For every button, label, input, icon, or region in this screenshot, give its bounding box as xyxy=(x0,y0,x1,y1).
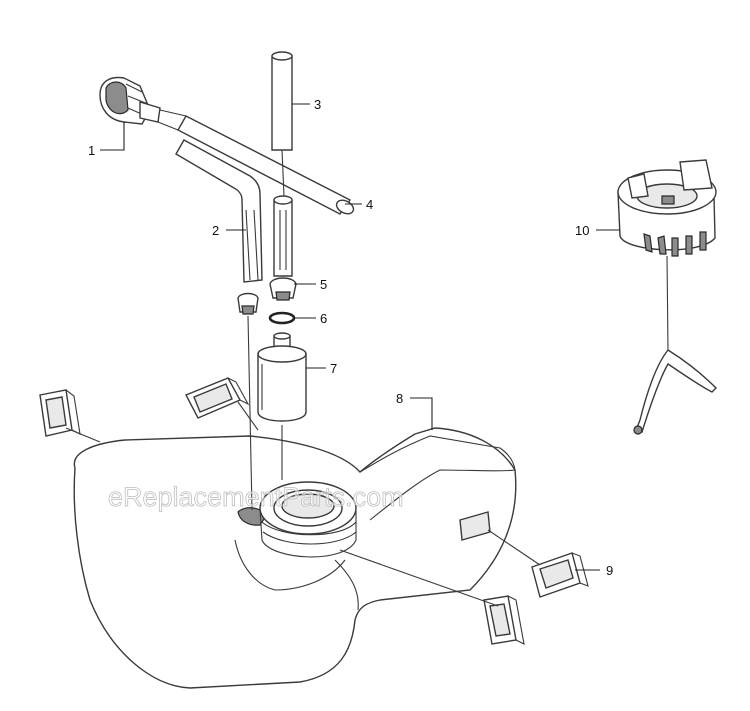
fuel-hose-return xyxy=(273,195,293,277)
watermark: eReplacementParts.com xyxy=(108,482,404,512)
callout-9: 9 xyxy=(606,563,613,578)
callout-7: 7 xyxy=(330,361,337,376)
fuel-filter xyxy=(257,332,307,422)
callout-6: 6 xyxy=(320,311,327,326)
tank-grommet-right xyxy=(531,552,589,598)
filler-neck xyxy=(234,481,357,591)
tank-grommet-bottom xyxy=(483,595,525,645)
callout-8: 8 xyxy=(396,391,403,406)
callout-5: 5 xyxy=(320,277,327,292)
fuel-line-grommet xyxy=(237,277,297,315)
callout-2: 2 xyxy=(212,223,219,238)
tank-vent-connector xyxy=(99,76,161,125)
assembly-lines xyxy=(65,315,541,607)
leader-lines xyxy=(100,103,620,571)
callout-4: 4 xyxy=(366,197,373,212)
callouts: 1 2 3 4 5 6 7 8 9 10 xyxy=(88,97,613,578)
fuel-hose-short xyxy=(271,51,293,197)
callout-10: 10 xyxy=(575,223,589,238)
tank-grommet-upper xyxy=(185,377,250,419)
tank-grommet-left xyxy=(39,389,81,437)
fuel-hose-bent xyxy=(175,139,263,283)
fuel-cap xyxy=(617,159,717,435)
callout-3: 3 xyxy=(314,97,321,112)
fuel-hose-long xyxy=(157,109,355,215)
fuel-tank xyxy=(73,427,517,689)
callout-1: 1 xyxy=(88,143,95,158)
o-ring xyxy=(268,311,296,325)
